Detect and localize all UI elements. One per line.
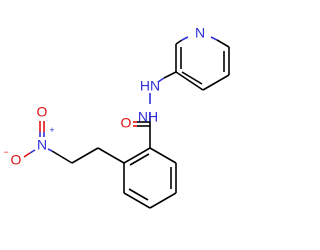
bond [51,150,73,164]
bond [163,71,177,79]
amide-nh-label: NH [138,109,158,125]
double-bond-inner [128,188,149,201]
double-bond-inner [181,71,203,85]
bond [149,147,177,164]
nitro-nitrogen-label: N [37,137,47,153]
double-bond-inner [129,153,150,166]
bond [123,147,151,164]
carbonyl-oxygen-label: O [121,115,132,131]
nitro-single-bond [29,149,36,154]
bond [123,192,151,209]
bond [157,77,165,83]
bond [181,36,189,41]
benzene-ring [123,147,177,209]
bond [175,71,204,91]
nitro-nitrogen-charge: + [49,125,54,135]
molecule-drawing: O NH HN N N + O [3,25,230,209]
hydrazide-hn-label: HN [140,78,160,94]
pyridine-nitrogen-label: N [195,25,205,41]
amide-group: O NH HN [121,78,160,148]
bond [175,39,183,45]
structure-canvas: O NH HN N N + O [3,25,230,209]
nitro-oxygen-double-label: O [37,104,48,120]
nitro-single-bond [23,152,31,158]
bond [202,74,230,91]
bond [216,39,230,48]
nitroethyl-chain: N + O O − [3,104,125,168]
nitro-oxygen-charge: − [3,147,8,157]
bond [71,147,99,164]
bond [47,148,53,152]
bond [149,192,177,209]
nitro-oxygen-single-label: O [11,152,22,168]
pyridine-ring: N [157,25,230,91]
bond [210,36,218,41]
bond [97,147,125,164]
